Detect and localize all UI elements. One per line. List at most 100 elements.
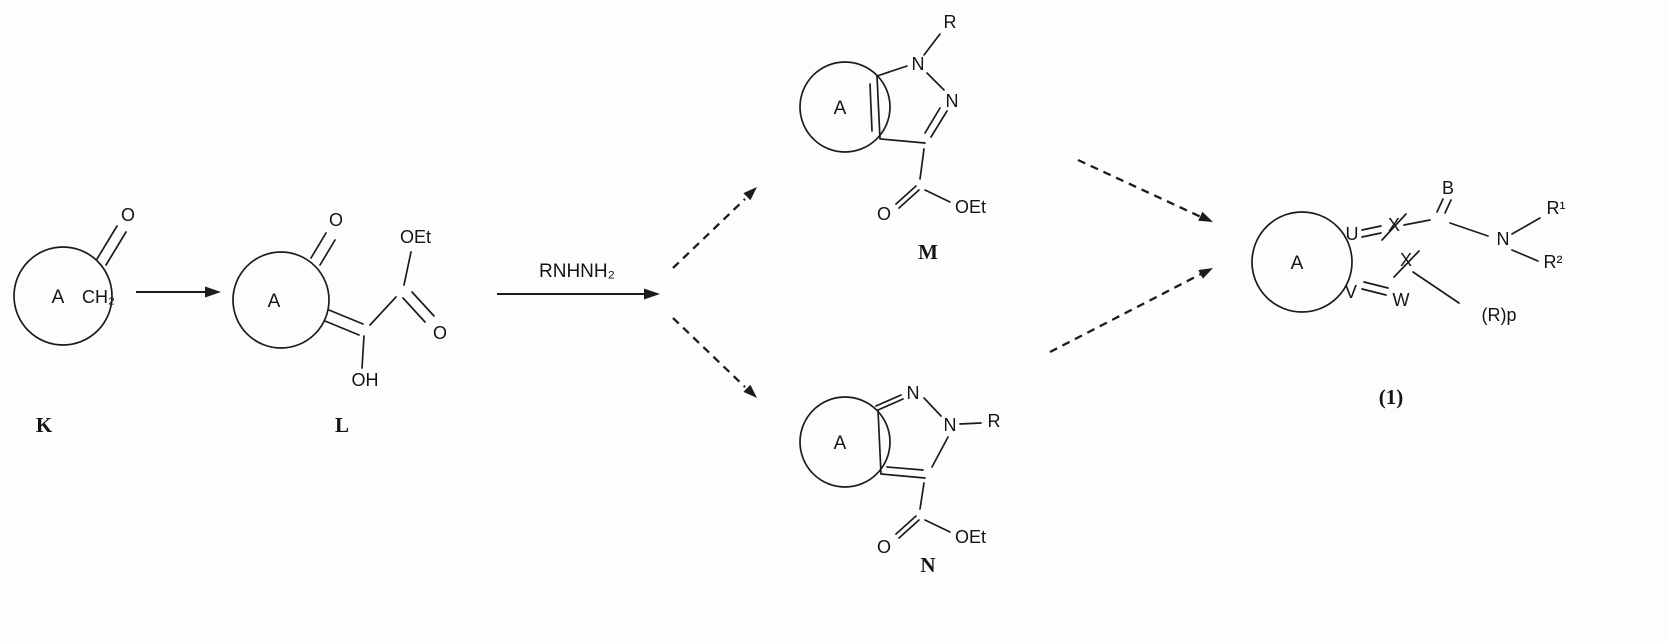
compound-n-label: N xyxy=(920,553,935,577)
n-r-bond xyxy=(923,33,941,56)
n-r-bond xyxy=(959,422,982,425)
r1-label: R¹ xyxy=(1547,198,1566,218)
hydroxyl-label: OH xyxy=(352,370,379,390)
ring-a-circle xyxy=(232,251,330,349)
dashed-arrow-to-n xyxy=(672,317,757,398)
bond xyxy=(931,436,949,468)
fused-bond xyxy=(876,75,881,140)
c-n-bond xyxy=(1449,222,1489,237)
ester-carbonyl-double-bond-line xyxy=(411,291,435,317)
u-x-double-bond-line xyxy=(1361,232,1382,238)
ester-oxygen-label: O xyxy=(877,204,891,224)
c-b-double-bond-line xyxy=(1436,198,1444,213)
c-n-double-bond-line xyxy=(875,394,902,407)
ester-o-bond xyxy=(924,189,951,203)
fused-double-bond-inner-line xyxy=(869,83,873,132)
reagent-label: RNHNH₂ xyxy=(539,261,615,282)
c-n-double-bond-line xyxy=(930,110,948,138)
u-x-double-bond-line xyxy=(1361,225,1382,231)
ester-carbonyl-double-bond-line xyxy=(898,519,920,539)
v-w-double-bond-line xyxy=(1361,288,1387,296)
ring-a-circle xyxy=(1251,211,1353,313)
r-p-substituent-label: (R)p xyxy=(1482,305,1517,325)
ketone-oxygen-label: O xyxy=(329,210,343,230)
ring-a-label: A xyxy=(834,98,847,119)
dashed-arrow-n-to-1 xyxy=(1049,268,1213,354)
pyrazole-n1-label: N xyxy=(907,383,920,403)
ring-a-label: A xyxy=(52,287,65,308)
w-rp-bond xyxy=(1412,271,1460,304)
r-group-label: R xyxy=(988,411,1001,431)
r2-label: R² xyxy=(1544,252,1563,272)
ester-carbonyl-double-bond-line xyxy=(895,515,917,535)
arrowhead xyxy=(743,384,757,398)
arrow-line xyxy=(1077,158,1202,219)
ketone-oxygen-label: O xyxy=(121,205,135,225)
ester-o-bond xyxy=(403,251,412,286)
ester-oxygen-label: O xyxy=(877,537,891,557)
bond xyxy=(1403,219,1431,226)
bond xyxy=(880,138,926,144)
arrowhead xyxy=(205,286,221,298)
ketone-double-bond-line xyxy=(319,239,336,266)
bond xyxy=(919,148,925,180)
bond xyxy=(876,65,908,77)
compound-1: A U V X X W B N R¹ R² (R)p (1) xyxy=(1251,178,1566,409)
arrowhead xyxy=(743,187,757,201)
compound-m-label: M xyxy=(918,240,938,264)
c-n-double-bond-line xyxy=(924,107,941,134)
c-n-double-bond-line xyxy=(877,398,904,411)
compound-n: A N N R O OEt N xyxy=(799,383,1001,577)
ester-oxygen-label: O xyxy=(433,323,447,343)
compound-k: A O CH₂ K xyxy=(13,205,135,437)
dashed-arrow-m-to-1 xyxy=(1077,158,1213,222)
atom-b-label: B xyxy=(1442,178,1454,198)
ester-oet-label: OEt xyxy=(955,527,986,547)
bond xyxy=(369,296,397,326)
arrow-k-to-l xyxy=(136,286,221,298)
ester-o-bond xyxy=(924,519,951,533)
r-group-label: R xyxy=(944,12,957,32)
exocyclic-double-bond-line xyxy=(328,309,364,325)
c-b-double-bond-line xyxy=(1444,199,1452,214)
exocyclic-double-bond-line xyxy=(324,320,360,336)
ring-a-label: A xyxy=(268,291,281,312)
arrow-line xyxy=(672,317,746,388)
ester-carbonyl-double-bond-line xyxy=(898,189,920,209)
ketone-double-bond-line xyxy=(96,225,118,260)
compound-1-label: (1) xyxy=(1379,385,1404,409)
ring-a-circle xyxy=(799,61,891,153)
ring-a-label: A xyxy=(834,433,847,454)
amide-n-label: N xyxy=(1497,229,1510,249)
compound-l: A O OH O OEt L xyxy=(232,210,447,437)
arrowhead xyxy=(1198,211,1213,222)
pyrazole-n1-label: N xyxy=(912,54,925,74)
ester-carbonyl-double-bond-line xyxy=(895,185,917,205)
bond xyxy=(919,482,925,510)
atom-u-label: U xyxy=(1346,224,1359,244)
pyrazole-n2-label: N xyxy=(946,91,959,111)
compound-l-label: L xyxy=(335,413,349,437)
v-w-double-bond-line xyxy=(1363,281,1389,289)
n-r2-bond xyxy=(1511,249,1539,262)
arrowhead xyxy=(1198,268,1213,279)
pyrazole-n2-label: N xyxy=(944,415,957,435)
ketone-double-bond-line xyxy=(105,231,127,266)
n-n-bond xyxy=(923,397,942,417)
n-n-bond xyxy=(926,72,945,91)
ring-a-circle xyxy=(13,246,113,346)
ring-a-circle xyxy=(799,396,891,488)
ring-a-label: A xyxy=(1291,253,1304,274)
ester-oet-label: OEt xyxy=(955,197,986,217)
compound-k-label: K xyxy=(36,413,53,437)
fused-bond xyxy=(877,409,882,475)
arrowhead xyxy=(644,288,660,300)
atom-v-label: V xyxy=(1345,282,1357,302)
ester-oet-label: OEt xyxy=(400,227,431,247)
dashed-arrow-to-m xyxy=(672,187,757,269)
bond xyxy=(880,473,926,479)
arrow-l-to-pyrazoles: RNHNH₂ xyxy=(497,261,660,300)
x-mid-cross-bond xyxy=(1393,250,1420,278)
